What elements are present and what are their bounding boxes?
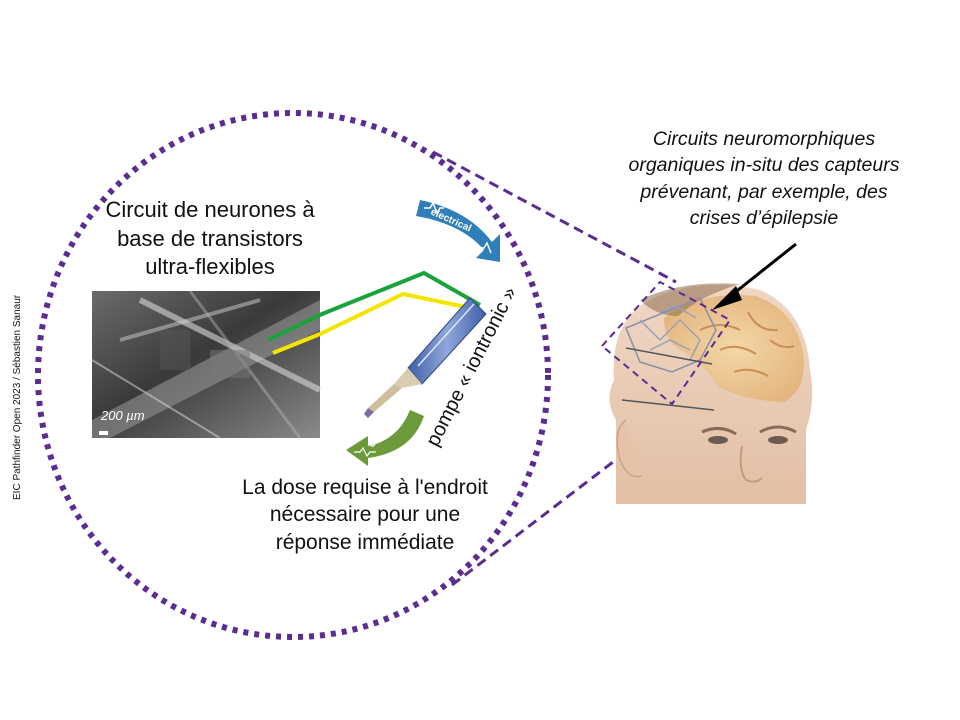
electrical-arrow: [416, 200, 500, 262]
brain-caption: Circuits neuromorphiques organiques in-s…: [592, 126, 936, 231]
scale-bar-label: 200 µm: [101, 408, 145, 423]
yellow-wire: [272, 291, 481, 355]
brain-caption-line: prévenant, par exemple, des: [640, 180, 888, 203]
pointer-arrow-head: [712, 286, 742, 310]
circuit-title-line: ultra-flexibles: [145, 254, 275, 280]
credit-text: EIC Pathfinder Open 2023 / Sébastien San…: [12, 294, 23, 500]
dose-text-line: nécessaire pour une: [269, 503, 461, 527]
brain-caption-line: organiques in-situ des capteurs: [628, 154, 900, 177]
pointer-arrow: [727, 242, 797, 300]
dose-text-line: réponse immédiate: [275, 530, 455, 554]
zoom-line-top: [432, 150, 677, 284]
brain-caption-line: crises d’épilepsie: [689, 206, 839, 229]
dose-text-line: La dose requise à l'endroit: [242, 476, 488, 499]
chemical-arrow: [346, 410, 424, 466]
circuit-title-line: Circuit de neurones à: [105, 197, 315, 222]
brain-caption-line: Circuits neuromorphiques: [652, 128, 876, 150]
zoom-circle: [35, 110, 551, 640]
sem-micrograph: [91, 290, 322, 439]
head-illustration: [609, 283, 813, 504]
circuit-title: Circuit de neurones à base de transistor…: [70, 196, 350, 282]
green-wire: [267, 270, 481, 342]
iontronic-probe: [364, 297, 487, 418]
circuit-title-line: base de transistors: [117, 225, 303, 251]
dose-text: La dose requise à l'endroit nécessaire p…: [190, 474, 540, 556]
scale-bar: [99, 431, 108, 435]
